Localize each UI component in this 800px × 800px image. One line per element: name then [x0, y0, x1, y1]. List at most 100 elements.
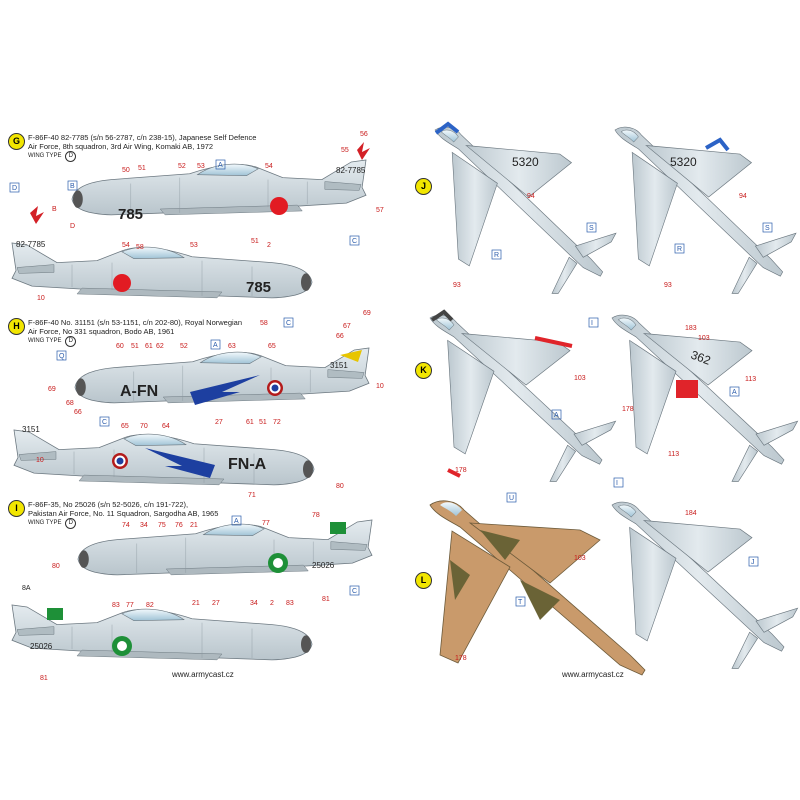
callout-letter: A — [213, 342, 218, 349]
scheme-h-caption-line2: Air Force, No 331 squadron, Bodo AB, 196… — [28, 327, 175, 336]
lightning-flash — [145, 448, 215, 478]
scheme-i-caption-line2: Pakistan Air Force, No. 11 Squadron, Sar… — [28, 509, 219, 518]
callout: 21 — [190, 522, 198, 529]
scheme-g-profile-bottom: 785 82-7785 — [12, 206, 312, 298]
callout: 66 — [336, 333, 344, 340]
callout: 61 — [246, 419, 254, 426]
callout: 52 — [180, 343, 188, 350]
camo-patch — [480, 530, 520, 560]
dark-nose — [430, 309, 454, 322]
callout-letter: U — [509, 495, 514, 502]
callout: 69 — [363, 310, 371, 317]
callout-box — [56, 350, 67, 361]
callouts: 56 51 52 53 54 55 50 B D 57 54 53 51 2 5… — [36, 131, 756, 682]
callout: 80 — [336, 483, 344, 490]
callout: 76 — [175, 522, 183, 529]
callout: 65 — [121, 423, 129, 430]
callout-box — [515, 596, 526, 607]
callout-box — [491, 249, 502, 260]
tail-serial: 3151 — [330, 361, 348, 370]
callout: 78 — [312, 512, 320, 519]
callout-box — [586, 222, 597, 233]
scheme-i-caption: F-86F-35, No 25026 (s/n 52-5026, c/n 191… — [28, 500, 218, 518]
callout: 178 — [622, 406, 634, 413]
callout: 74 — [122, 522, 130, 529]
tail-emblem — [357, 142, 370, 160]
callout: 83 — [112, 602, 120, 609]
callout: 54 — [265, 163, 273, 170]
callout-box — [67, 180, 78, 191]
callout: 27 — [215, 419, 223, 426]
callout: 50 — [122, 167, 130, 174]
callout-letter: J — [751, 559, 755, 566]
callout-letter: D — [12, 185, 17, 192]
scheme-h-caption-line1: F-86F-40 No. 31151 (s/n 53-1151, c/n 202… — [28, 318, 243, 327]
serial: 25026 — [30, 642, 53, 651]
callout: 54 — [122, 242, 130, 249]
scheme-h-profile-top: A-FN 3151 — [74, 347, 370, 405]
callout: 10 — [36, 457, 44, 464]
plan-view-k-bottom: 362 — [611, 314, 798, 482]
callout-box — [99, 416, 110, 427]
callout: 34 — [250, 600, 258, 607]
callout-letter: A — [554, 412, 559, 419]
callout: 103 — [574, 555, 586, 562]
plan-code: 362 — [689, 348, 713, 368]
callout-letter: A — [234, 518, 239, 525]
callout: 113 — [668, 451, 679, 458]
callout: 183 — [685, 325, 697, 332]
tail-serial: 3151 — [22, 425, 40, 434]
scheme-i-profile-bottom: 25026 8A — [12, 585, 312, 660]
callout-box — [762, 222, 773, 233]
scheme-i-wing-type: WING TYPE D — [28, 518, 77, 529]
squadron-code: A-FN — [120, 383, 158, 400]
serial: 25026 — [312, 561, 335, 570]
callout-letter: C — [352, 238, 357, 245]
scheme-h-profile-bottom: FN-A 3151 — [14, 425, 314, 485]
callout: 66 — [74, 409, 82, 416]
scheme-h-caption: F-86F-40 No. 31151 (s/n 53-1151, c/n 202… — [28, 318, 242, 336]
callout: 61 — [145, 343, 153, 350]
callout-box — [210, 339, 221, 350]
wing-type-value: D — [65, 518, 77, 529]
callout: 60 — [116, 343, 124, 350]
pakistan-fin-flash — [47, 608, 63, 620]
scheme-marker-j: J — [415, 178, 432, 195]
callout: 184 — [685, 510, 697, 517]
callout: 51 — [131, 343, 139, 350]
red-wingtip — [534, 336, 573, 348]
callout-letter: R — [677, 246, 682, 253]
blue-wingtip — [705, 137, 730, 152]
callout: 64 — [162, 423, 170, 430]
callout-box — [215, 159, 226, 170]
footer-website-left: www.armycast.cz — [172, 670, 234, 679]
callout: 178 — [455, 467, 467, 474]
nose-code: 785 — [246, 279, 271, 296]
pakistan-fin-flash — [330, 522, 346, 534]
callout: 81 — [40, 675, 48, 682]
callout: 67 — [343, 323, 351, 330]
callout: 10 — [376, 383, 384, 390]
wing-type-value: D — [65, 151, 77, 162]
letter-callouts: A B D C C A Q C A C R S R S — [9, 159, 773, 607]
scheme-i-caption-line1: F-86F-35, No 25026 (s/n 52-5026, c/n 191… — [28, 500, 189, 509]
camo-wing — [439, 530, 511, 664]
tail-code: 8A — [22, 585, 31, 592]
scheme-marker-i: I — [8, 500, 25, 517]
callout-letter: I — [616, 480, 618, 487]
roundel-center — [117, 641, 127, 651]
callout: 75 — [158, 522, 166, 529]
callout: 103 — [574, 375, 586, 382]
blue-nose-band — [434, 121, 460, 135]
callout: 53 — [197, 163, 205, 170]
callout: 57 — [376, 207, 384, 214]
callout: 2 — [267, 242, 271, 249]
callout: 94 — [527, 193, 535, 200]
callout: 93 — [664, 282, 672, 289]
camo-fuselage — [429, 500, 646, 676]
callout: 93 — [453, 282, 461, 289]
callout: 56 — [360, 131, 368, 138]
wing-type-label: WING TYPE — [28, 338, 62, 344]
